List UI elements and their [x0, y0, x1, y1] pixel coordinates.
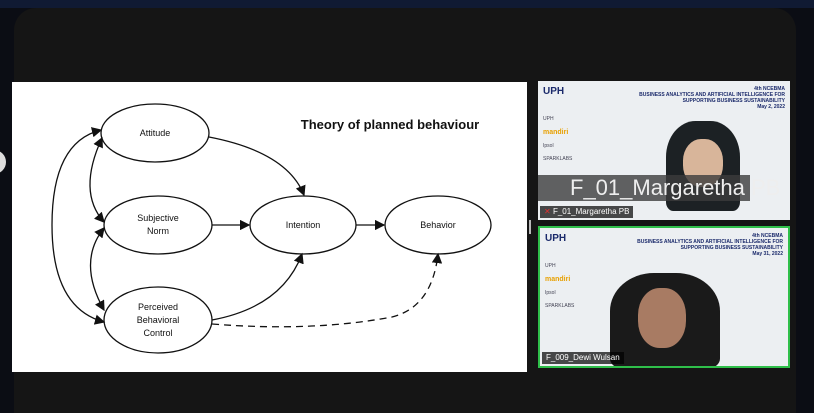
participant-name-label: ✕ F_01_Margaretha PB — [540, 206, 634, 218]
panel-resize-handle[interactable] — [529, 220, 531, 234]
subjective-norm-label: Norm — [147, 226, 169, 236]
pbc-label: Perceived — [138, 302, 178, 312]
attitude-label: Attitude — [140, 128, 171, 138]
tpb-diagram: Theory of planned behaviour Attitude Sub… — [51, 103, 492, 354]
shared-slide: Theory of planned behaviour Attitude Sub… — [12, 82, 527, 372]
pbc-label: Behavioral — [137, 315, 180, 325]
virtual-name-tag: F_01_Margaretha PB — [538, 175, 780, 201]
behavior-label: Behavior — [420, 220, 456, 230]
participant-face — [638, 288, 686, 348]
intention-label: Intention — [286, 220, 321, 230]
slide-title: Theory of planned behaviour — [301, 117, 479, 132]
uph-logo: UPH — [545, 233, 567, 244]
subjective-norm-label: Subjective — [137, 213, 179, 223]
uph-logo: UPH — [543, 86, 565, 97]
side-panel-toggle[interactable] — [0, 150, 6, 174]
participant-name-label: F_009_Dewi Wulsan — [542, 352, 624, 364]
mic-muted-icon: ✕ — [544, 207, 551, 216]
top-strip — [0, 0, 814, 8]
pbc-label: Control — [143, 328, 172, 338]
subjective-norm-node — [103, 195, 213, 255]
